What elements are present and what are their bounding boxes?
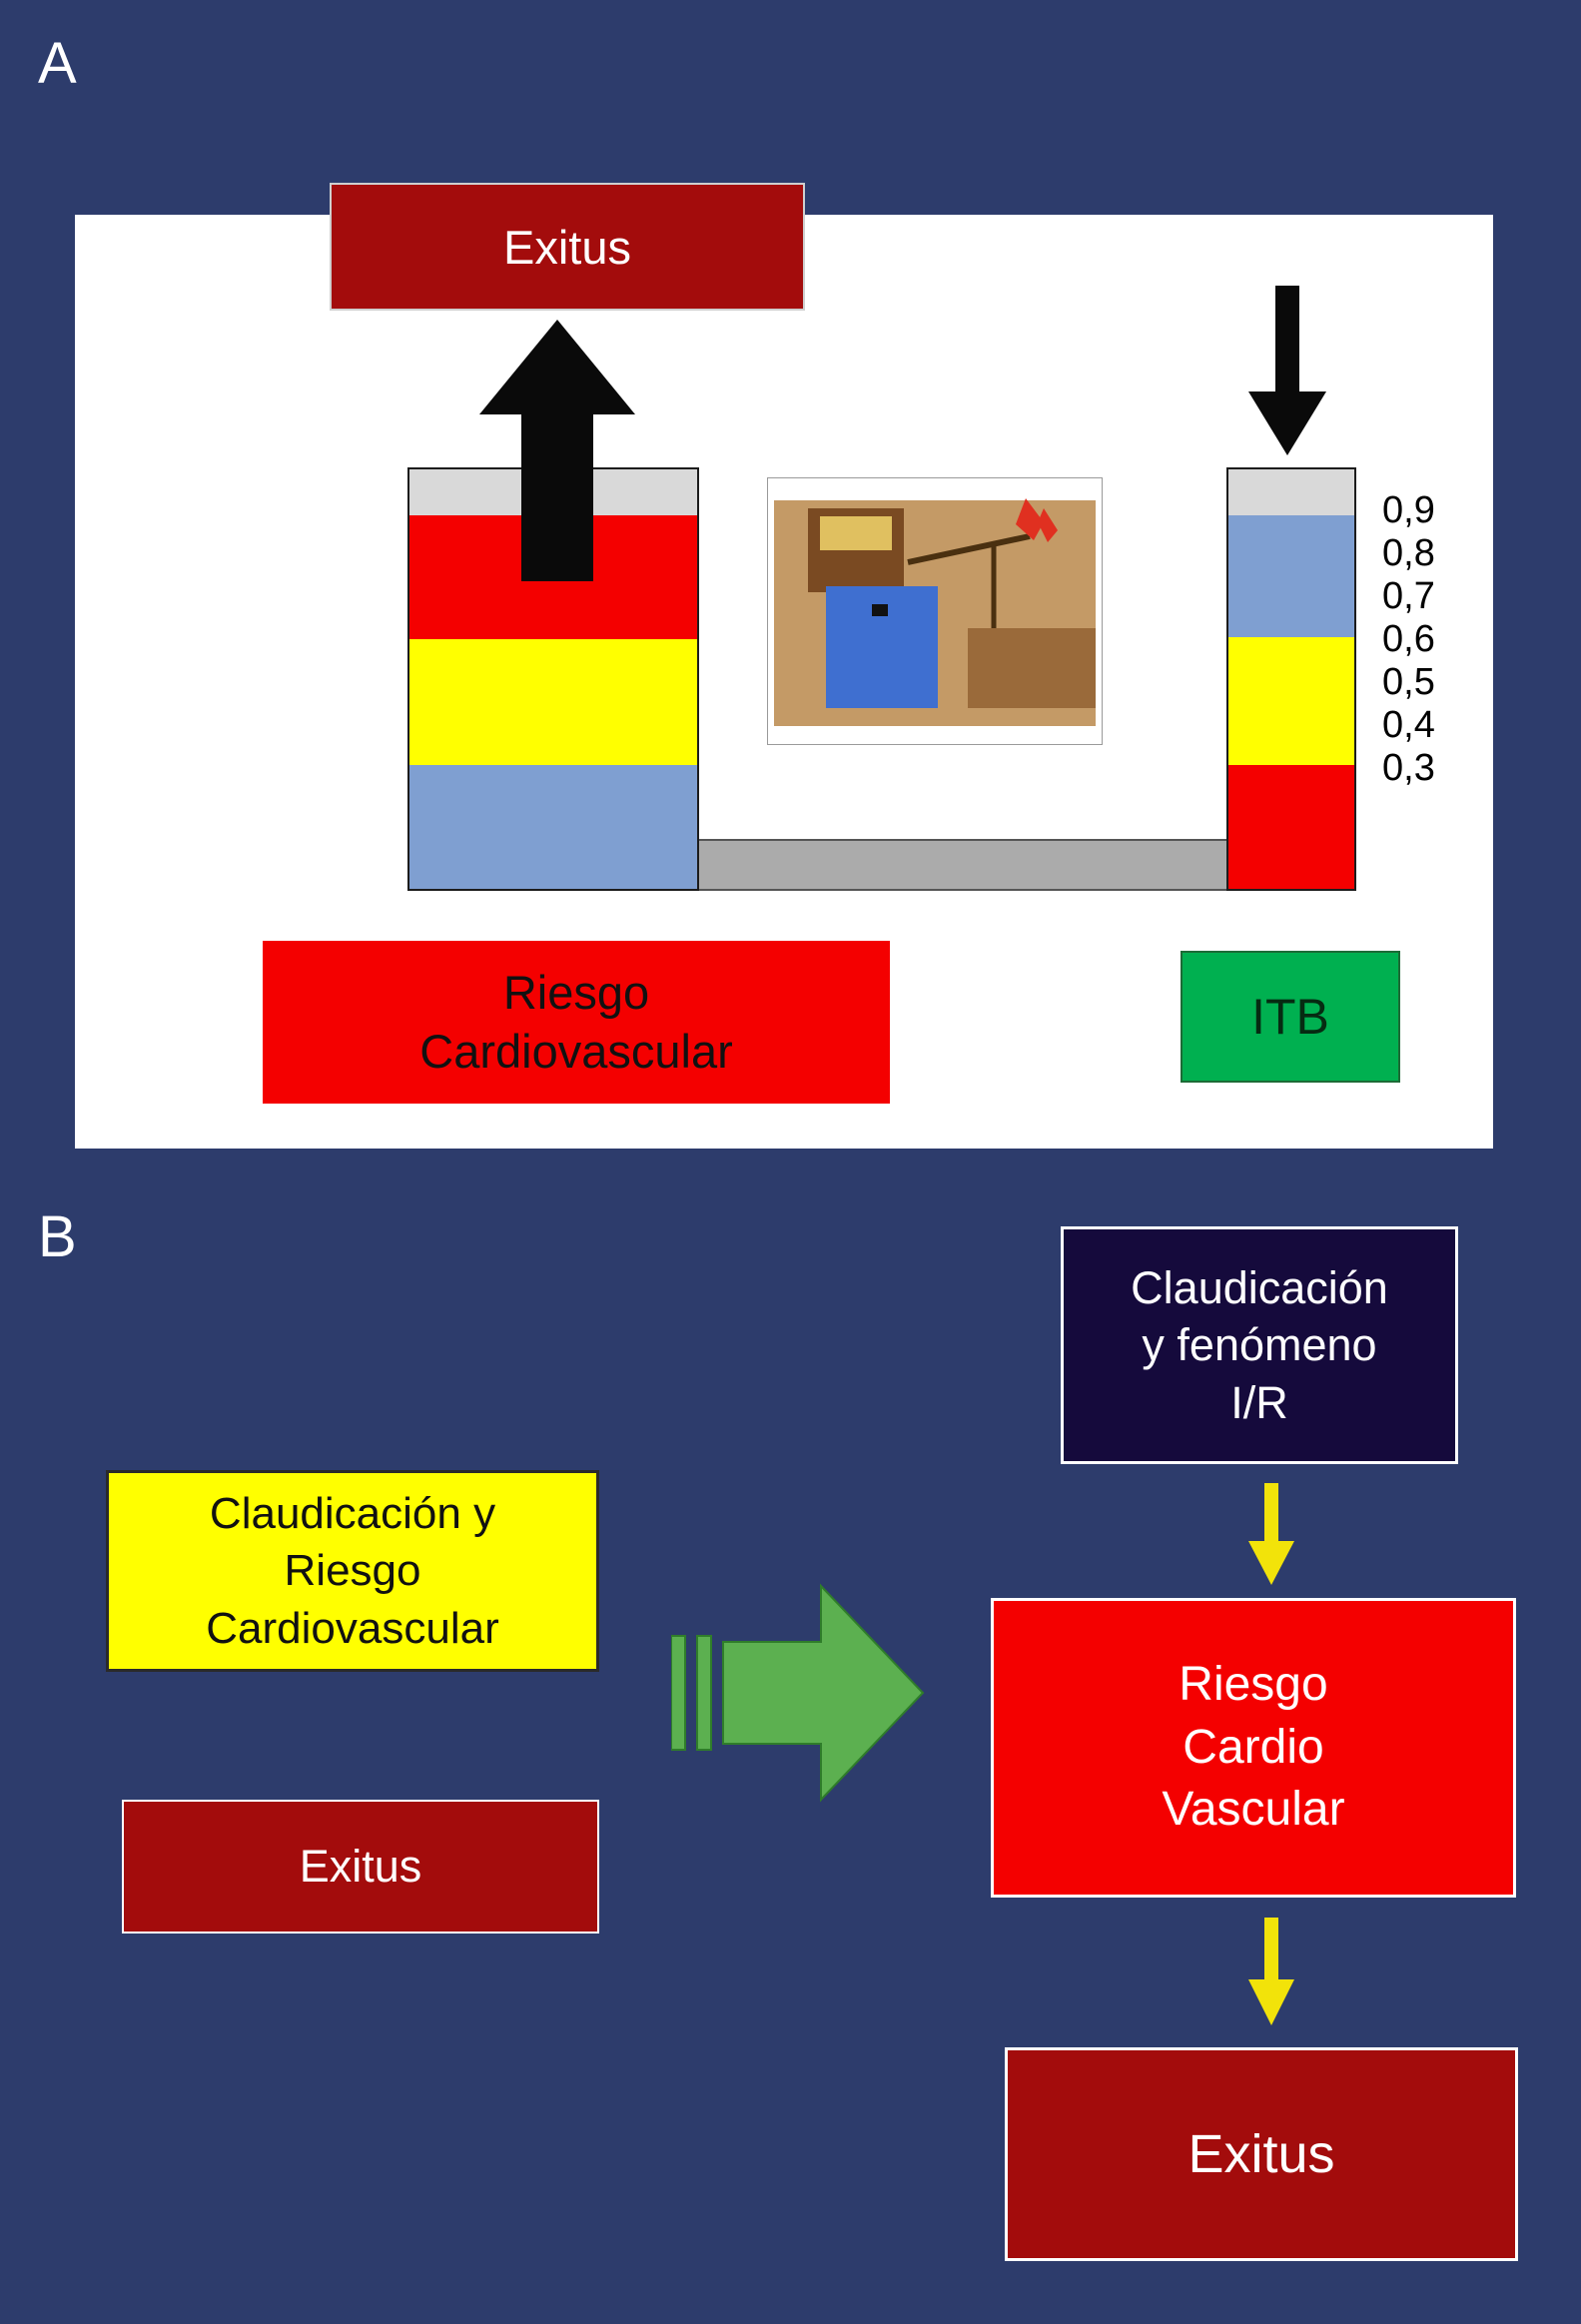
scale-tick: 0,4 xyxy=(1382,704,1435,746)
bar-segment xyxy=(1228,765,1354,889)
exitus-box-b-bottom: Exitus xyxy=(1005,2047,1518,2261)
yellow-down-arrow-icon xyxy=(1248,1483,1294,1585)
bar-segment xyxy=(1228,469,1354,515)
exitus-box-a-label: Exitus xyxy=(503,220,631,274)
itb-scale-bar xyxy=(1226,467,1356,891)
bar-connector xyxy=(697,839,1228,891)
claudication-risk-box: Claudicación y Riesgo Cardiovascular xyxy=(106,1470,599,1672)
claudication-ir-box: Claudicación y fenómeno I/R xyxy=(1061,1226,1458,1464)
claudication-risk-line: Claudicación y xyxy=(209,1489,496,1539)
cardiovascular-risk-line: Cardiovascular xyxy=(419,1024,733,1078)
claudication-ir-line: I/R xyxy=(1230,1376,1288,1428)
bar-segment xyxy=(1228,637,1354,765)
claudication-ir-line: y fenómeno xyxy=(1142,1319,1377,1371)
down-arrow-icon xyxy=(1248,286,1326,455)
scale-tick: 0,5 xyxy=(1382,661,1435,703)
cardiovascular-risk-box: Riesgo Cardiovascular xyxy=(263,941,890,1104)
claudication-risk-line: Riesgo xyxy=(284,1546,421,1596)
well-illustration xyxy=(767,477,1103,745)
exitus-left-label: Exitus xyxy=(299,1841,422,1892)
cardio-risk-box-b: Riesgo Cardio Vascular xyxy=(991,1598,1516,1898)
cardio-risk-line: Vascular xyxy=(1162,1783,1345,1837)
bar-segment xyxy=(1228,515,1354,637)
cardiovascular-risk-bar xyxy=(407,467,699,891)
yellow-down-arrow-icon xyxy=(1248,1918,1294,2025)
itb-box: ITB xyxy=(1181,951,1400,1083)
exitus-box-b-left: Exitus xyxy=(122,1800,599,1934)
scale-tick: 0,6 xyxy=(1382,618,1435,660)
itb-scale-ticks: 0,9 0,8 0,7 0,6 0,5 0,4 0,3 xyxy=(1382,489,1435,790)
cardio-risk-line: Riesgo xyxy=(1179,1658,1328,1712)
scale-tick: 0,8 xyxy=(1382,532,1435,574)
bar-segment xyxy=(409,765,697,889)
scale-tick: 0,3 xyxy=(1382,747,1435,789)
bar-segment xyxy=(409,639,697,765)
claudication-ir-line: Claudicación xyxy=(1131,1261,1388,1313)
exitus-box-a: Exitus xyxy=(330,183,805,311)
panel-b-label: B xyxy=(38,1204,77,1269)
cardio-risk-line: Cardio xyxy=(1183,1720,1324,1774)
up-arrow-icon xyxy=(479,320,635,581)
scale-tick: 0,9 xyxy=(1382,489,1435,531)
claudication-risk-line: Cardiovascular xyxy=(206,1603,499,1653)
scale-tick: 0,7 xyxy=(1382,575,1435,617)
cardiovascular-risk-line: Riesgo xyxy=(502,965,650,1019)
itb-label: ITB xyxy=(1251,989,1329,1045)
exitus-bottom-label: Exitus xyxy=(1187,2124,1335,2184)
panel-a-label: A xyxy=(38,31,77,96)
green-right-arrow-icon xyxy=(670,1576,933,1810)
